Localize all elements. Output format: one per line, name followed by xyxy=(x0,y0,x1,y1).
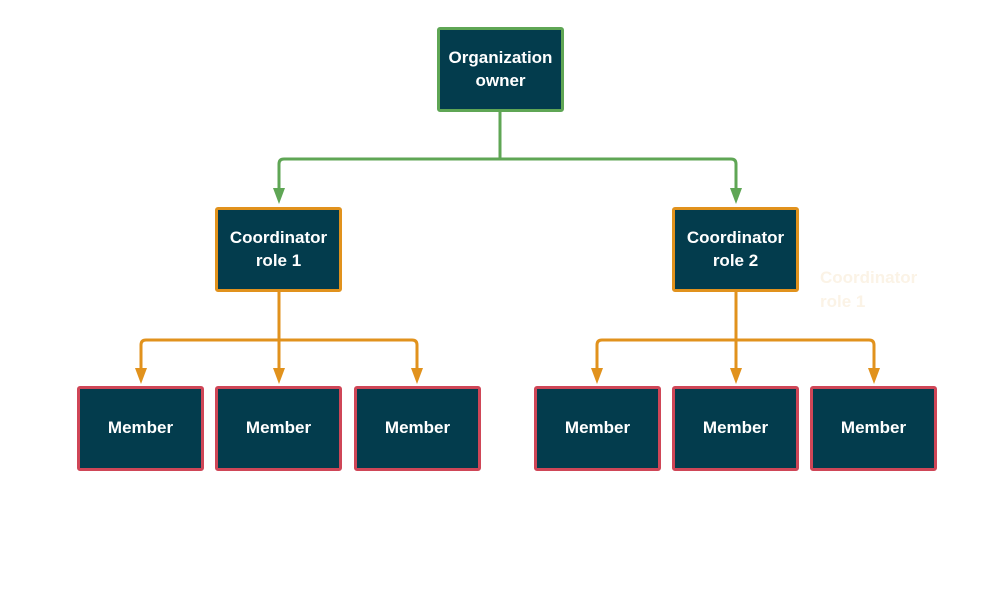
member-label: Member xyxy=(107,418,174,438)
member-label: Member xyxy=(384,418,451,438)
arrowhead-member-3 xyxy=(411,368,423,384)
coordinator-role-2-node[interactable]: Coordinator role 2 xyxy=(672,207,799,292)
organization-owner-label: Organization owner xyxy=(448,48,553,90)
member-node-1[interactable]: Member xyxy=(77,386,204,471)
arrowhead-member-2 xyxy=(273,368,285,384)
arrowhead-coordinator-1 xyxy=(273,188,285,204)
member-label: Member xyxy=(245,418,312,438)
owner-to-coordinator-1-connector xyxy=(277,112,502,199)
member-node-2[interactable]: Member xyxy=(215,386,342,471)
member-node-6[interactable]: Member xyxy=(810,386,937,471)
coordinator-role-1-label: Coordinator role 1 xyxy=(229,228,328,270)
member-label: Member xyxy=(840,418,907,438)
member-node-3[interactable]: Member xyxy=(354,386,481,471)
arrowhead-coordinator-2 xyxy=(730,188,742,204)
arrowhead-member-4 xyxy=(591,368,603,384)
member-label: Member xyxy=(564,418,631,438)
arrowhead-member-1 xyxy=(135,368,147,384)
arrowhead-member-6 xyxy=(868,368,880,384)
faded-coordinator-label: Coordinator role 1 xyxy=(820,268,918,311)
owner-to-coordinator-2-connector xyxy=(500,157,738,199)
member-node-4[interactable]: Member xyxy=(534,386,661,471)
coordinator-2-to-members-connector xyxy=(595,292,876,378)
coordinator-role-2-label: Coordinator role 2 xyxy=(686,228,785,270)
coordinator-role-1-node[interactable]: Coordinator role 1 xyxy=(215,207,342,292)
member-node-5[interactable]: Member xyxy=(672,386,799,471)
coordinator-1-to-members-connector xyxy=(139,292,419,378)
member-label: Member xyxy=(702,418,769,438)
organization-owner-node[interactable]: Organization owner xyxy=(437,27,564,112)
arrowhead-member-5 xyxy=(730,368,742,384)
